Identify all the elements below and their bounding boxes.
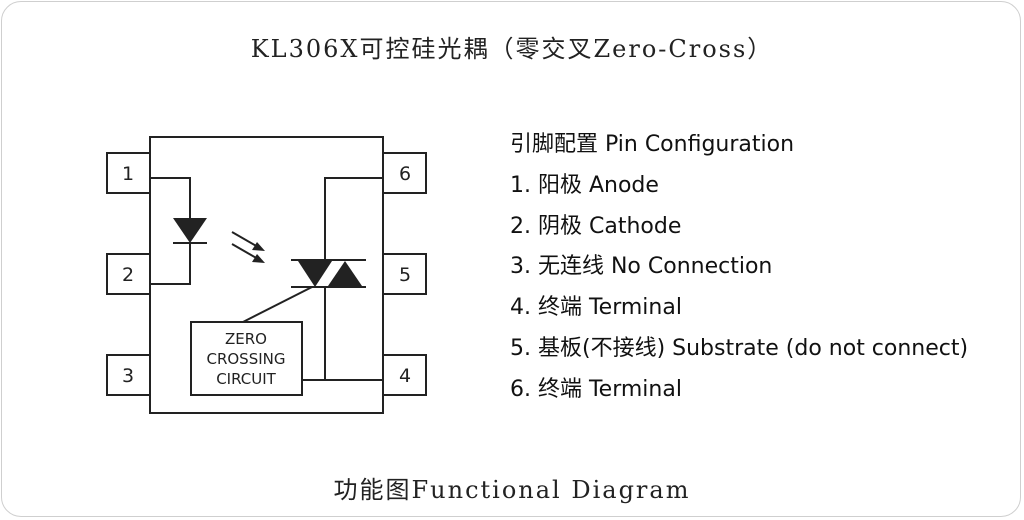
light-arrow-1-shaft <box>231 231 259 248</box>
pin-3-number: 3 <box>122 365 134 387</box>
terminal-6-wire <box>324 177 383 259</box>
light-arrow-2-shaft <box>231 243 259 260</box>
pin-config-item-1: 1. 阳极 Anode <box>510 172 659 198</box>
functional-diagram: 1 2 3 4 5 6 ZERO CROSSING CIRCUIT <box>106 136 427 414</box>
led-triangle <box>173 218 207 243</box>
pin-1-number: 1 <box>122 163 134 185</box>
pin-configuration-heading: 引脚配置 Pin Configuration <box>510 132 795 157</box>
triac-left-triangle <box>298 261 332 287</box>
zero-crossing-label-line-2: CROSSING <box>206 350 285 368</box>
gate-wire <box>242 286 313 323</box>
pin-2-number: 2 <box>122 264 134 286</box>
zero-crossing-circuit-box <box>190 321 303 396</box>
terminal-4-wire <box>324 287 383 381</box>
zero-crossing-label-line-1: ZERO <box>225 330 267 348</box>
pin-1-box <box>106 152 151 194</box>
pin-config-item-6: 6. 终端 Terminal <box>510 376 682 402</box>
led-cathode-wire <box>150 243 191 285</box>
pin-configuration-list: 引脚配置 Pin Configuration 1. 阳极 Anode 2. 阴极… <box>510 128 968 414</box>
page-title: KL306X可控硅光耦（零交叉Zero-Cross） <box>250 35 774 63</box>
pin-6-box <box>382 152 427 194</box>
triac-right-triangle <box>328 261 362 286</box>
pin-2-box <box>106 253 151 295</box>
diagram-caption: 功能图Functional Diagram <box>333 476 691 504</box>
zero-crossing-label-line-3: CIRCUIT <box>216 370 276 388</box>
light-arrow-2-head <box>252 254 265 263</box>
pin-config-item-4: 4. 终端 Terminal <box>510 295 682 321</box>
pin-5-number: 5 <box>399 264 411 286</box>
light-arrow-1-head <box>252 242 265 251</box>
pin-5-box <box>382 253 427 295</box>
pin-6-number: 6 <box>399 163 411 185</box>
pin-4-number: 4 <box>399 365 411 387</box>
pin-3-box <box>106 354 151 396</box>
pin-config-item-5: 5. 基板(不接线) Substrate (do not connect) <box>510 335 969 361</box>
pin-config-item-3: 3. 无连线 No Connection <box>510 254 773 280</box>
pin-config-item-2: 2. 阴极 Cathode <box>510 213 682 239</box>
led-anode-wire <box>150 177 191 218</box>
pin-4-box <box>382 354 427 396</box>
